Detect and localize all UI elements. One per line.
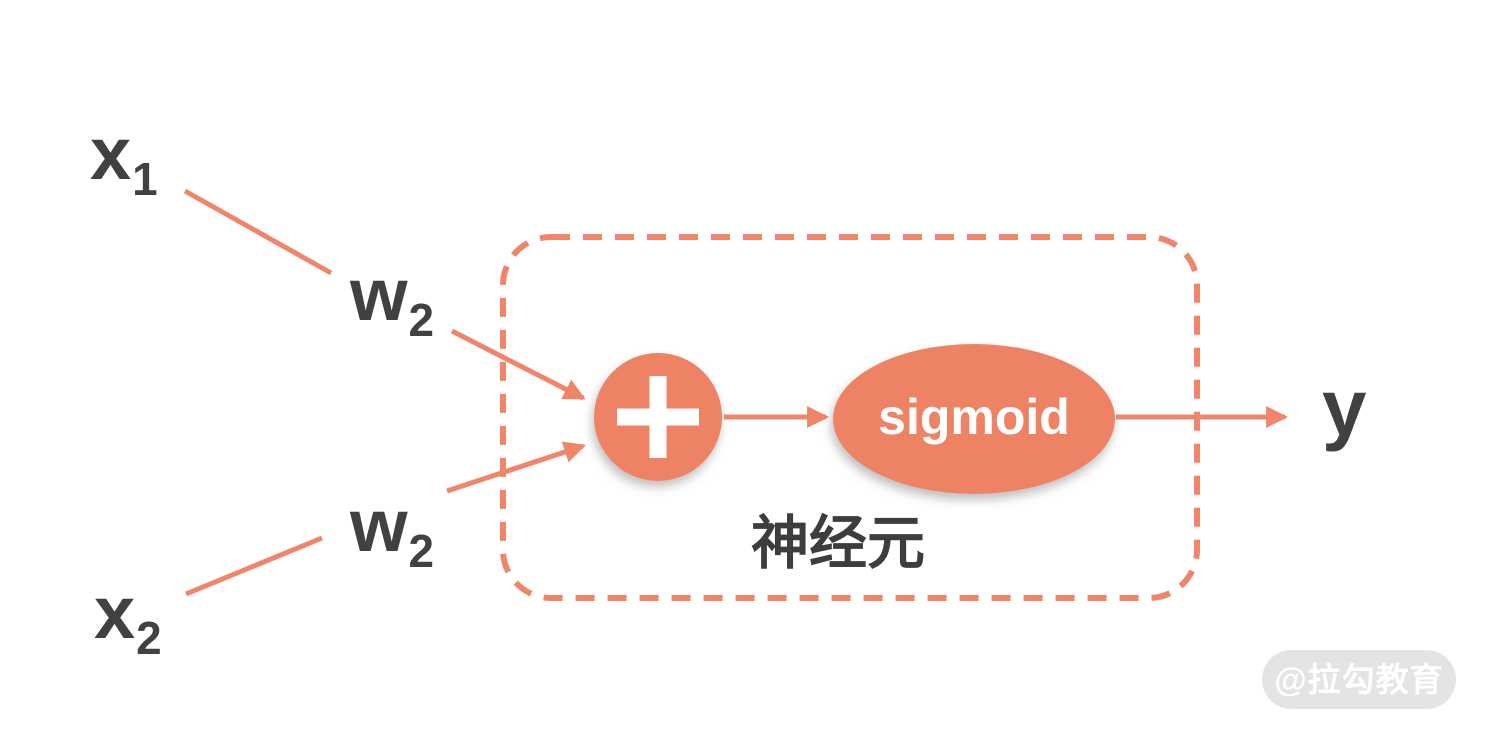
connector-x1-to-w1 <box>183 188 333 276</box>
input-x1-subscript: 1 <box>132 153 158 206</box>
output-y-label: y <box>1322 363 1367 452</box>
input-x1-label: x1 <box>90 117 158 203</box>
input-x2-label: x2 <box>94 576 162 662</box>
weight-2-subscript: 2 <box>408 525 434 578</box>
activation-label: sigmoid <box>878 389 1070 445</box>
weight-1-label: w2 <box>350 258 434 344</box>
arrow-w2-to-sum <box>446 441 586 494</box>
watermark-badge: @拉勾教育 <box>1262 650 1456 709</box>
input-x1-base: x <box>90 112 132 195</box>
plus-icon <box>617 376 699 458</box>
watermark-text: @拉勾教育 <box>1274 661 1444 698</box>
arrow-w1-to-sum <box>450 328 586 401</box>
activation-node <box>833 344 1115 494</box>
weight-1-base: w <box>350 253 408 336</box>
neuron-box-label: 神经元 <box>750 511 926 576</box>
weight-2-label: w2 <box>350 489 434 575</box>
input-x2-subscript: 2 <box>136 612 162 665</box>
weight-2-base: w <box>350 484 408 567</box>
connector-x2-to-w2 <box>185 535 323 597</box>
weight-1-subscript: 2 <box>408 294 434 347</box>
input-x2-base: x <box>94 571 136 654</box>
